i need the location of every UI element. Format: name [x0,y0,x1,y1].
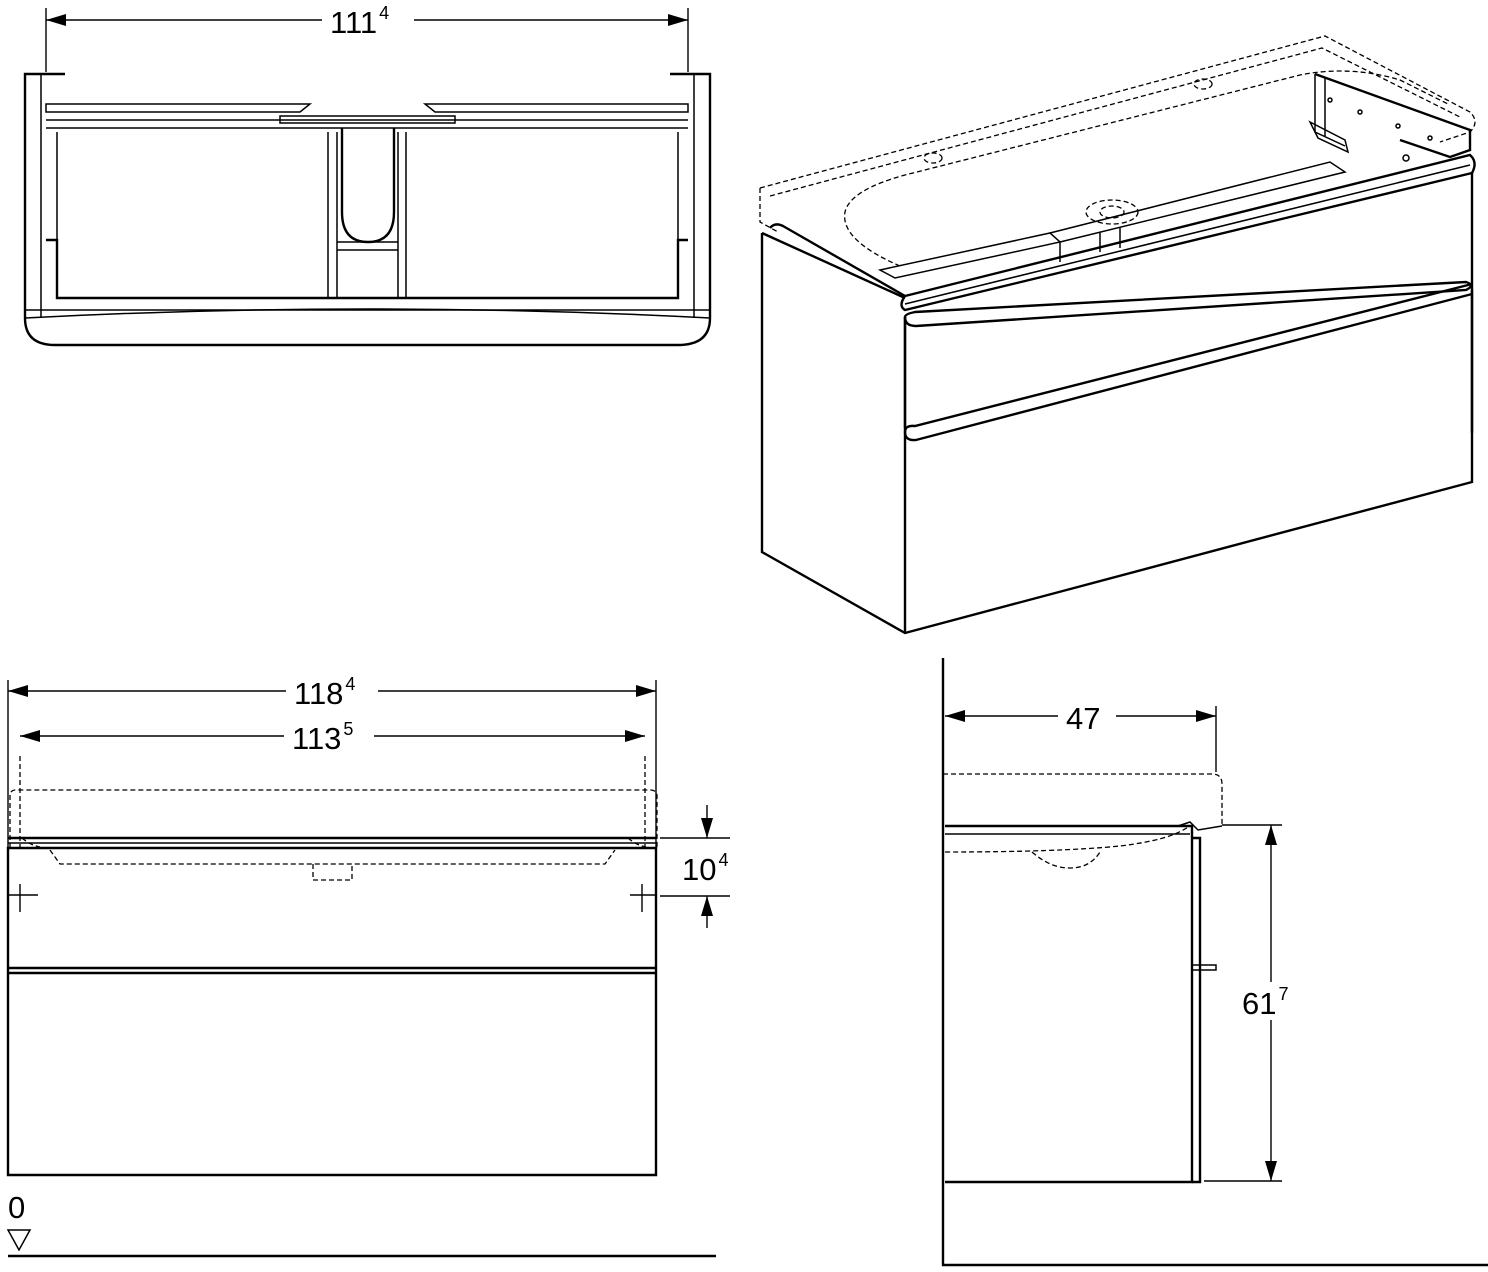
front-view [6,756,716,1258]
floor-level-label: 0 [8,1190,25,1225]
side-view [941,658,1488,1267]
dimension-lines [7,8,1282,1182]
dim-side-depth: 47 [1066,701,1100,736]
top-view [23,72,712,347]
isometric-view [759,35,1476,635]
